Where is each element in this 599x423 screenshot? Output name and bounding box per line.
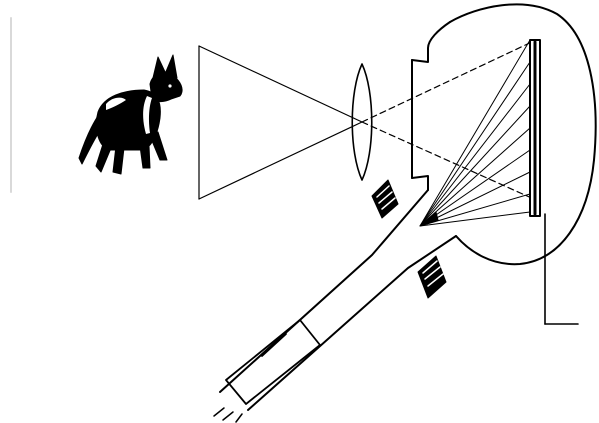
screen-target bbox=[530, 40, 540, 216]
object-light-cone bbox=[199, 40, 536, 200]
deflection-coil-upper bbox=[372, 180, 398, 218]
electron-gun-tube bbox=[214, 320, 320, 422]
scanning-beam-fan bbox=[420, 40, 530, 226]
dog-icon bbox=[79, 55, 182, 174]
signal-lead bbox=[545, 214, 578, 324]
deflection-coil-lower bbox=[418, 256, 446, 298]
